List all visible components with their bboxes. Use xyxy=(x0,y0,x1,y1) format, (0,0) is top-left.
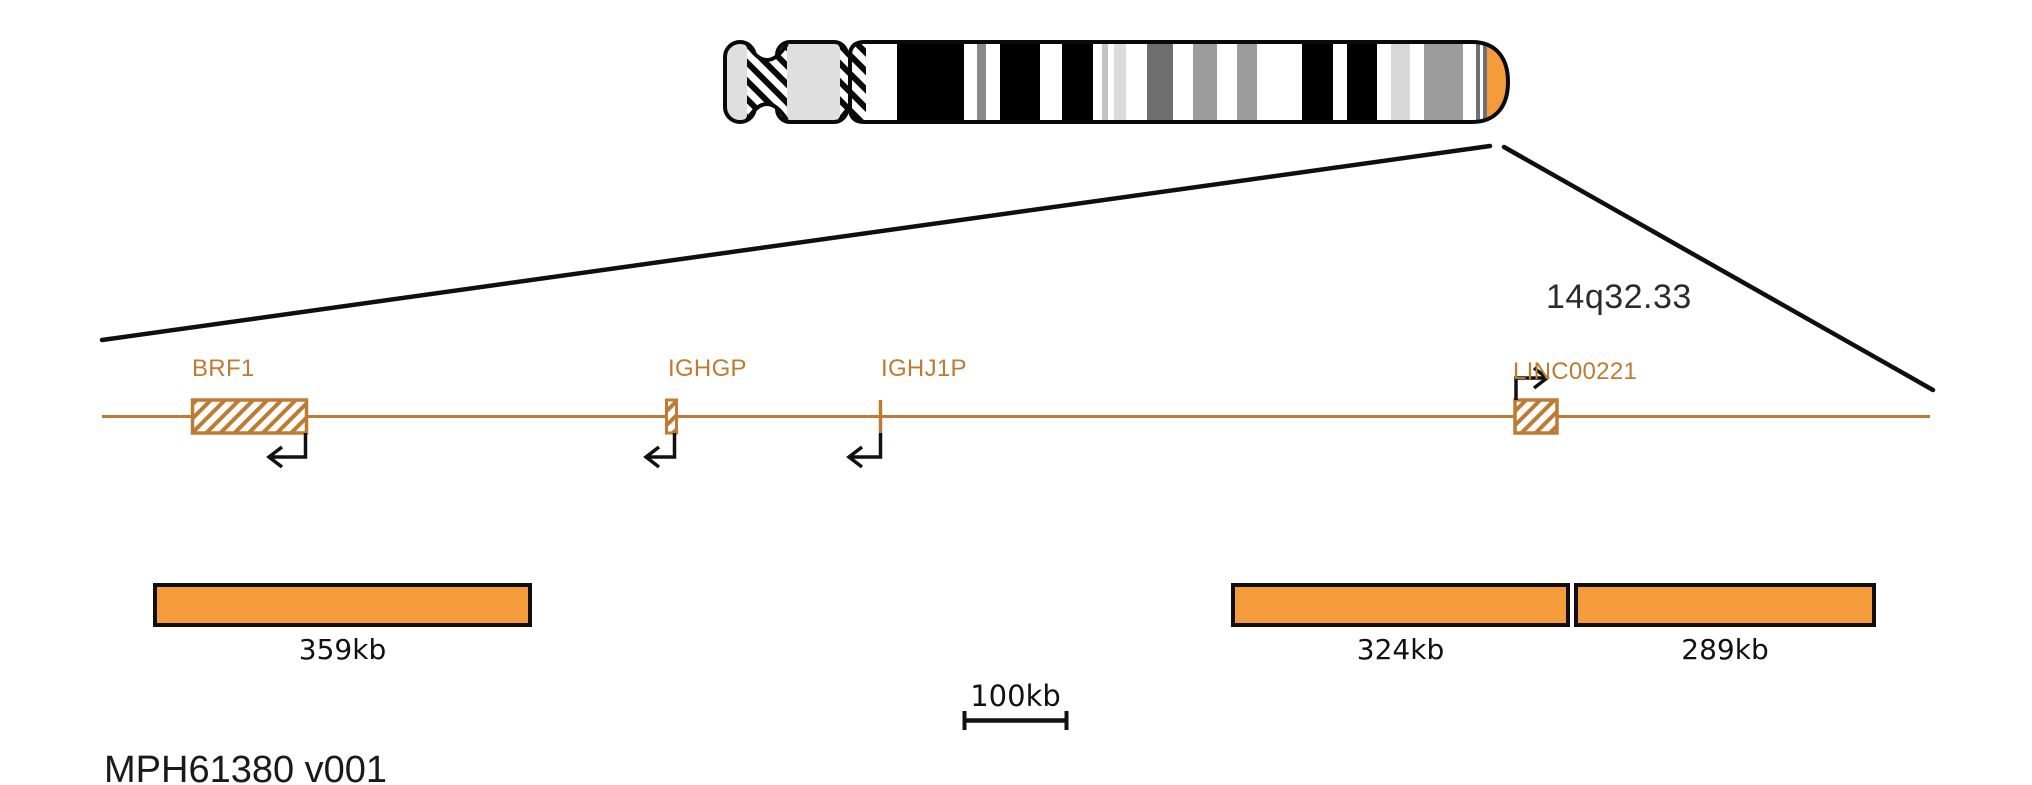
tss-arrowhead-left-icon xyxy=(846,445,864,469)
region-bars xyxy=(153,583,1876,627)
tss-arrow-ighgp xyxy=(648,433,677,459)
gene-label-ighj1p: IGHJ1P xyxy=(881,355,967,382)
region-size-label-2: 324kb xyxy=(1356,633,1445,666)
tss-arrowhead-left-icon xyxy=(643,445,661,469)
ideogram-stalk-1 xyxy=(745,42,789,122)
region-size-label-1: 359kb xyxy=(298,633,387,666)
tss-arrow-brf1 xyxy=(271,433,308,459)
ideogram-q-arm-outline xyxy=(848,40,1511,124)
gene-label-linc00221: LINC00221 xyxy=(1513,358,1638,385)
region-bar-324kb xyxy=(1231,583,1570,627)
tss-arrow-linc00221 xyxy=(1514,376,1545,400)
gene-box-brf1 xyxy=(190,398,309,435)
region-bar-359kb xyxy=(153,583,532,627)
tss-arrowhead-left-icon xyxy=(266,445,284,469)
gene-box-linc00221 xyxy=(1513,398,1559,435)
scale-bar-label: 100kb xyxy=(970,679,1061,713)
locus-label: 14q32.33 xyxy=(1546,278,1692,316)
gene-track xyxy=(102,366,1930,469)
gene-label-ighgp: IGHGP xyxy=(668,355,747,382)
tss-arrows xyxy=(266,366,1550,469)
region-bar-289kb xyxy=(1574,583,1876,627)
gene-box-ighgp xyxy=(665,398,678,435)
region-size-label-3: 289kb xyxy=(1681,633,1769,666)
scale-bar xyxy=(962,711,1069,730)
chromosome-14-ideogram xyxy=(723,40,1511,124)
figure-id-label: MPH61380 v001 xyxy=(104,749,388,785)
ideogram-q-arm-bands xyxy=(850,42,1508,122)
tss-arrowhead-right-icon xyxy=(1532,366,1550,390)
zoom-line-left xyxy=(99,143,1493,343)
gene-label-brf1: BRF1 xyxy=(192,355,255,382)
tss-arrow-ighj1p xyxy=(851,433,883,459)
zoom-line-right xyxy=(1501,144,1936,393)
ideogram-p-arm-block xyxy=(775,40,849,124)
